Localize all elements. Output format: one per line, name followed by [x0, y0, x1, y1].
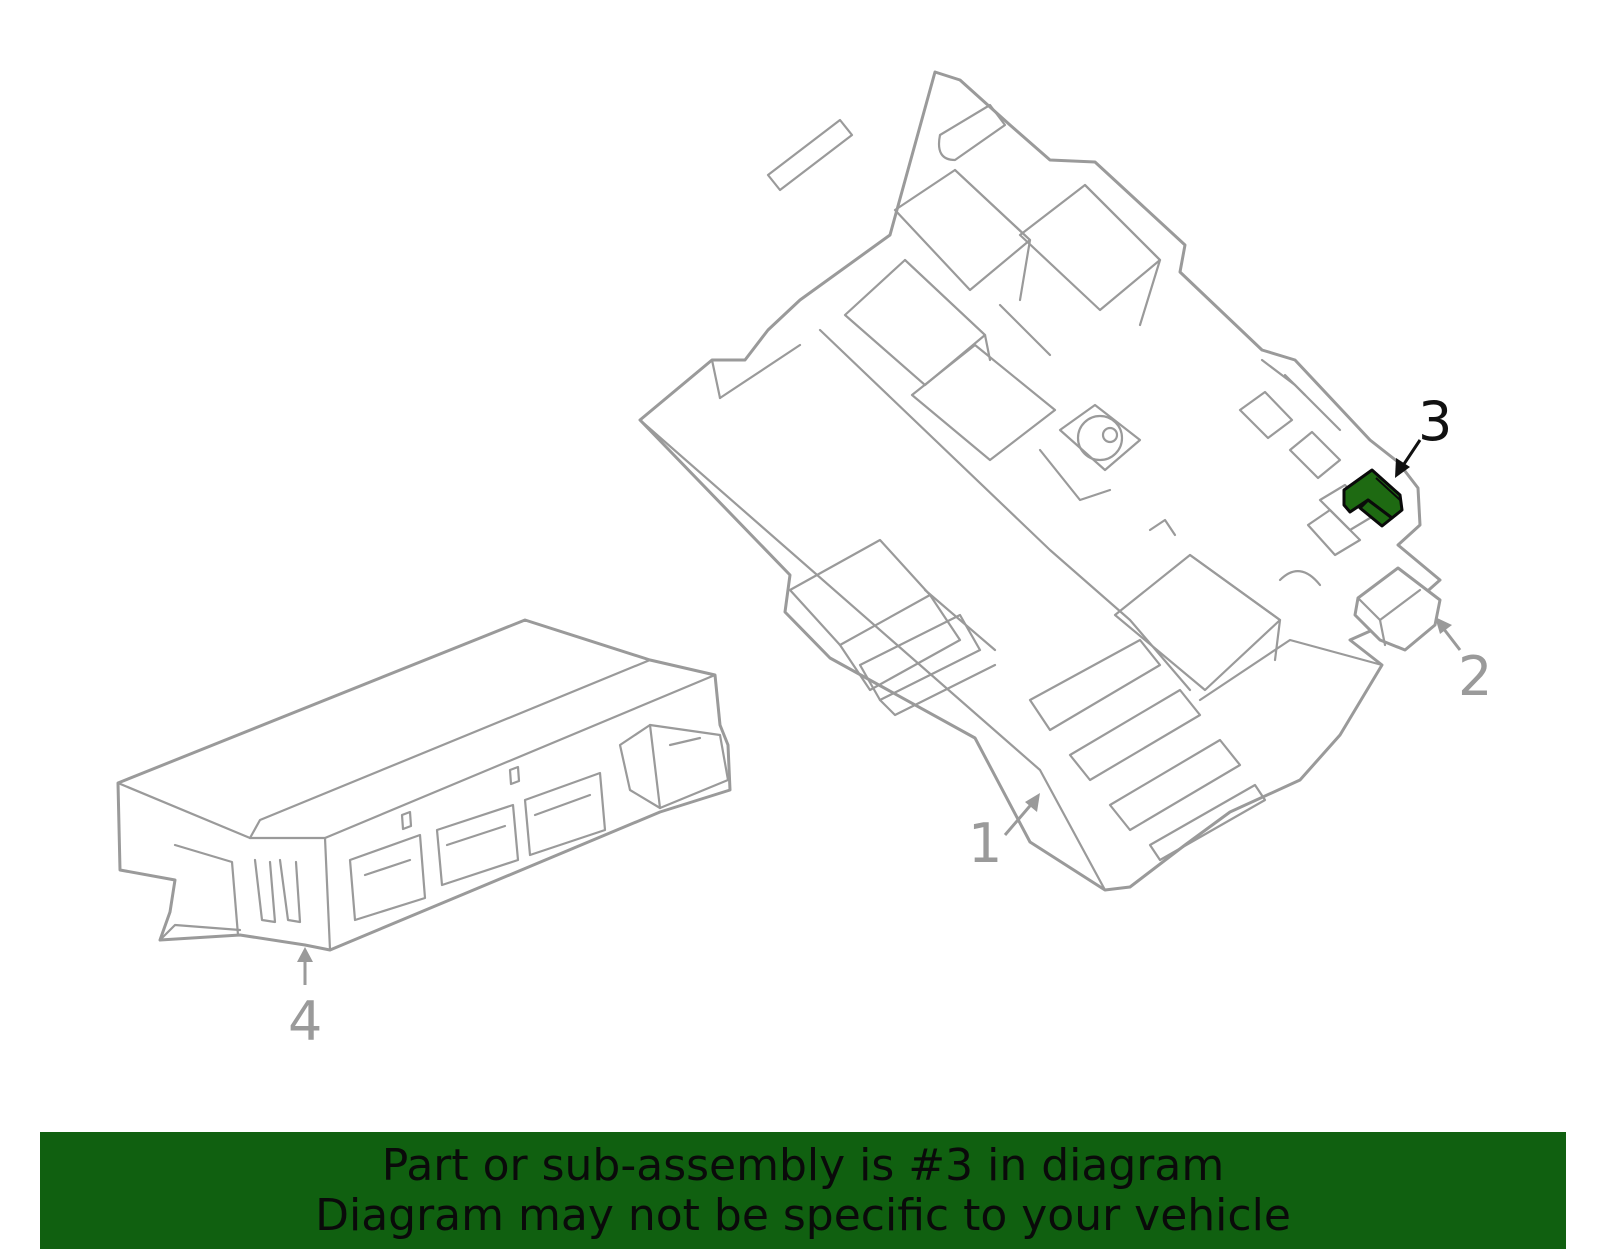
callout-label-4: 4	[288, 990, 322, 1053]
callout-label-2: 2	[1458, 645, 1492, 708]
info-banner: Part or sub-assembly is #3 in diagram Di…	[40, 1132, 1566, 1249]
fuse-block-part-1	[638, 70, 1442, 892]
relay-part-2	[1353, 566, 1442, 652]
fuse-part-3-highlighted	[1342, 468, 1404, 528]
control-module-part-4	[116, 618, 732, 952]
callout-3: 3	[1395, 390, 1452, 478]
callout-4: 4	[288, 947, 322, 1053]
callout-label-1: 1	[968, 812, 1002, 875]
callout-2: 2	[1435, 617, 1492, 708]
callout-label-3: 3	[1418, 390, 1452, 453]
banner-line-part-number: Part or sub-assembly is #3 in diagram	[381, 1139, 1225, 1191]
banner-line-disclaimer: Diagram may not be specific to your vehi…	[315, 1189, 1291, 1241]
callout-1: 1	[968, 793, 1040, 875]
